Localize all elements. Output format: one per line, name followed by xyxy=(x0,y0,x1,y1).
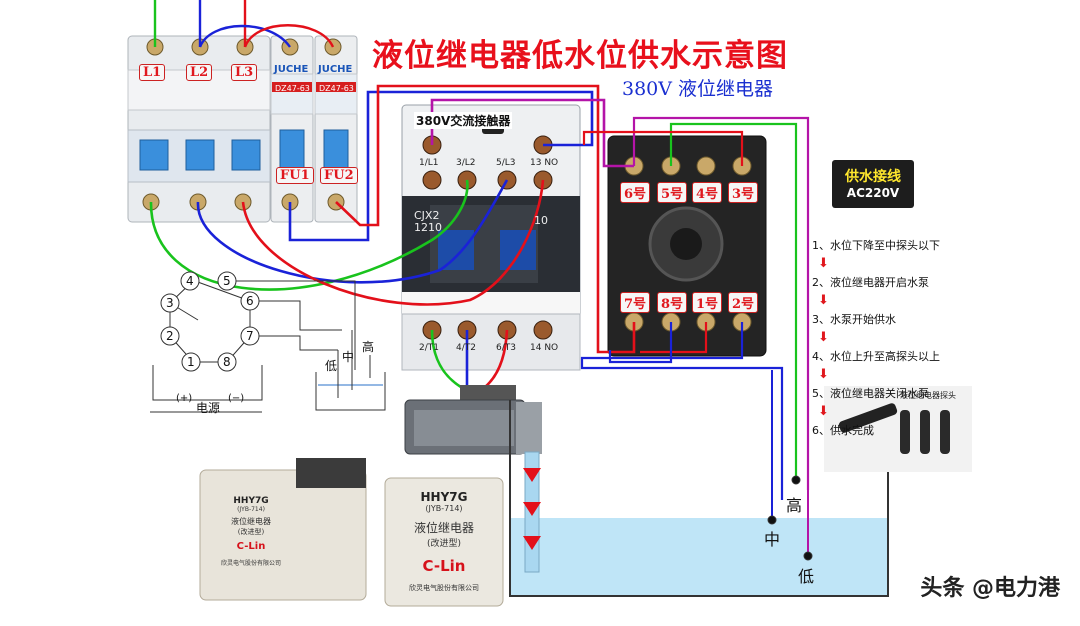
schematic-minus: (−) xyxy=(228,393,245,404)
probe-caption: 液位继电器探头 xyxy=(900,391,956,400)
schematic-pin-5: 5 xyxy=(223,274,231,288)
relay-side-brand: C-Lin xyxy=(236,541,266,552)
schematic-pin-2: 2 xyxy=(166,329,174,343)
flow-arrows xyxy=(523,468,541,550)
schematic-pin-4: 4 xyxy=(186,274,194,288)
phase-label-l2: L2 xyxy=(186,64,213,81)
supply-box-voltage: AC220V xyxy=(846,186,900,200)
relay-pin-2: 2号 xyxy=(728,292,759,313)
step-arrow-icon: ⬇ xyxy=(818,367,829,382)
relay-side-type: (改进型) xyxy=(237,528,265,536)
phase-label-l3: L3 xyxy=(231,64,258,81)
water-tank xyxy=(509,400,889,597)
contactor-terminal-4: 4/T2 xyxy=(456,343,476,353)
step-4: 4、水位上升至高探头以上 xyxy=(812,350,940,363)
schematic-plus: (+) xyxy=(176,393,193,404)
relay-pin-4: 4号 xyxy=(692,182,723,203)
relay-wires xyxy=(580,116,810,500)
breaker-terminals xyxy=(142,38,345,211)
subtitle: 380V 液位继电器 xyxy=(622,78,774,100)
relay-front-name: 液位继电器 xyxy=(413,521,474,535)
water-pump-motor xyxy=(404,385,542,455)
supply-lines xyxy=(153,0,335,48)
supply-box-title: 供水接线 xyxy=(845,169,901,185)
relay-front-maker: 欣灵电气股份有限公司 xyxy=(409,584,479,592)
step-arrow-icon: ⬇ xyxy=(818,404,829,419)
step-3: 3、水泵开始供水 xyxy=(812,313,896,326)
breaker-model-1: DZ47-63 xyxy=(275,84,310,93)
contactor-model: CJX2 1210 xyxy=(414,209,442,234)
tank-level-low: 低 xyxy=(798,567,815,586)
relay-pin-3: 3号 xyxy=(728,182,759,203)
phase-label-l1: L1 xyxy=(139,64,166,81)
schematic-pin-3: 3 xyxy=(166,296,174,310)
step-arrow-icon: ⬇ xyxy=(818,293,829,308)
relay-pin-6: 6号 xyxy=(620,182,651,203)
contactor-terminal-6: 6/T3 xyxy=(496,343,516,353)
process-steps: 1、水位下降至中探头以下 ⬇ 2、液位继电器开启水泵 ⬇ 3、水泵开始供水 ⬇ … xyxy=(812,232,972,443)
contactor-terminal-3: 3/L2 xyxy=(456,158,476,168)
step-arrow-icon: ⬇ xyxy=(818,256,829,271)
schematic-pin-7: 7 xyxy=(246,329,254,343)
relay-product-front xyxy=(384,477,504,607)
contactor-terminal-1: 1/L1 xyxy=(419,158,439,168)
schematic-pin-6: 6 xyxy=(246,294,254,308)
relay-side-sub: (JYB-714) xyxy=(237,506,265,513)
schematic-power: 电源 xyxy=(196,401,221,415)
supply-wiring-box: 供水接线 AC220V xyxy=(832,160,914,208)
page-title: 液位继电器低水位供水示意图 xyxy=(372,38,788,74)
tank-level-mid: 中 xyxy=(764,530,781,549)
relay-pin-5: 5号 xyxy=(657,182,688,203)
relay-pin-7: 7号 xyxy=(620,292,651,313)
schematic-pins xyxy=(160,271,260,372)
relay-front-model: HHY7G xyxy=(420,490,468,504)
fuse-label-fu1: FU1 xyxy=(276,167,314,184)
step-6: 6、供水完成 xyxy=(812,424,874,437)
relay-front-type: (改进型) xyxy=(426,539,462,549)
schematic-level-mid: 中 xyxy=(342,350,355,364)
contactor-terminal-14: 14 NO xyxy=(530,343,559,353)
schematic-level-low: 低 xyxy=(325,359,338,373)
step-1: 1、水位下降至中探头以下 xyxy=(812,239,940,252)
relay-pin-1: 1号 xyxy=(692,292,723,313)
schematic-level-high: 高 xyxy=(362,340,375,354)
contactor-terminal-5: 5/L3 xyxy=(496,158,516,168)
step-5: 5、液位继电器关闭水泵 xyxy=(812,387,929,400)
relay-side-name: 液位继电器 xyxy=(231,517,271,526)
step-2: 2、液位继电器开启水泵 xyxy=(812,276,929,289)
circuit-breaker-3p xyxy=(127,35,271,223)
tank-level-high: 高 xyxy=(786,496,803,515)
contactor-terminal-2: 2/T1 xyxy=(419,343,439,353)
relay-product-side xyxy=(199,458,367,601)
contactor-aux-label: 10 xyxy=(534,214,548,227)
step-arrow-icon: ⬇ xyxy=(818,330,829,345)
relay-front-sub: (JYB-714) xyxy=(425,504,463,513)
relay-pin-8: 8号 xyxy=(657,292,688,313)
watermark: 头条 @电力港 xyxy=(920,576,1060,601)
relay-side-text: HHY7G (JYB-714) 液位继电器 (改进型) C-Lin 欣灵电气股份… xyxy=(206,496,296,567)
relay-side-maker: 欣灵电气股份有限公司 xyxy=(220,560,281,567)
breaker-brand-2: JUCHE xyxy=(318,64,353,75)
relay-front-text: HHY7G (JYB-714) 液位继电器 (改进型) C-Lin 欣灵电气股份… xyxy=(385,490,503,593)
fuse-label-fu2: FU2 xyxy=(320,167,358,184)
tank-probes xyxy=(767,370,813,561)
contactor-terminal-13: 13 NO xyxy=(530,158,559,168)
schematic-pin-1: 1 xyxy=(187,355,195,369)
probe-photo xyxy=(824,386,972,472)
schematic-pin-8: 8 xyxy=(223,355,231,369)
relay-side-model: HHY7G xyxy=(233,496,269,506)
breaker-model-2: DZ47-63 xyxy=(319,84,354,93)
relay-front-brand: C-Lin xyxy=(422,557,466,575)
breaker-brand-1: JUCHE xyxy=(274,64,309,75)
contactor-label: 380V交流接触器 xyxy=(414,112,513,129)
